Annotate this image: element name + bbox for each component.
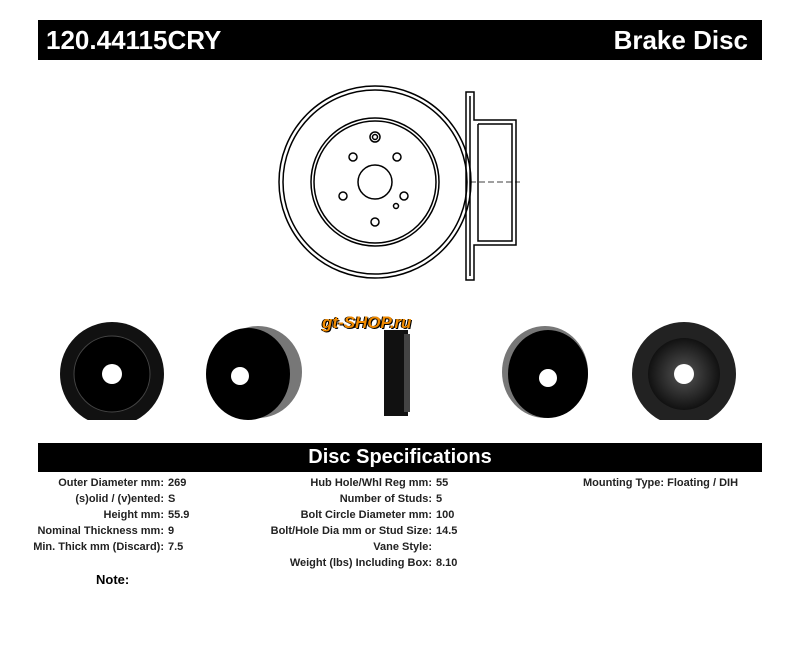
spec-label: Nominal Thickness mm: xyxy=(37,525,164,537)
spec-value: 269 xyxy=(168,477,187,489)
spec-value: Floating / DIH xyxy=(667,477,739,489)
thumb-angled-right xyxy=(502,326,588,418)
spec-value: S xyxy=(168,493,176,505)
spec-label: Mounting Type: xyxy=(583,477,665,489)
spec-label: Min. Thick mm (Discard): xyxy=(33,541,164,553)
thumb-back xyxy=(632,322,736,420)
spec-value: 7.5 xyxy=(168,541,184,553)
page-title: Brake Disc xyxy=(613,25,748,55)
specs-col3: Mounting Type: Floating / DIH xyxy=(583,475,738,491)
spec-value: 14.5 xyxy=(436,525,458,537)
spec-value: 8.10 xyxy=(436,557,458,569)
spec-value: 100 xyxy=(436,509,455,521)
logo: gt-SHOP.ru xyxy=(322,313,412,332)
spec-value: 5 xyxy=(436,493,443,505)
thumb-side xyxy=(384,330,410,416)
spec-value: 9 xyxy=(168,525,175,537)
spec-value: 55 xyxy=(436,477,449,489)
spec-label: Outer Diameter mm: xyxy=(58,477,164,489)
spec-title-bar: Disc Specifications xyxy=(38,443,762,472)
thumb-angled-left xyxy=(206,326,302,420)
note-label: Note: xyxy=(96,572,130,587)
spec-label: Bolt Circle Diameter mm: xyxy=(300,509,432,521)
spec-label: Weight (lbs) Including Box: xyxy=(289,557,432,569)
spec-value: 55.9 xyxy=(168,509,190,521)
spec-label: Number of Studs: xyxy=(339,493,432,505)
spec-label: (s)olid / (v)ented: xyxy=(75,493,164,505)
thumb-front xyxy=(60,322,164,420)
spec-label: Bolt/Hole Dia mm or Stud Size: xyxy=(270,525,432,537)
spec-label: Vane Style: xyxy=(373,541,432,553)
disc-thumbnails xyxy=(60,322,736,420)
part-number: 120.44115CRY xyxy=(46,25,222,55)
spec-label: Height mm: xyxy=(103,509,165,521)
disc-drawing xyxy=(278,85,520,281)
header-bar: 120.44115CRY Brake Disc xyxy=(38,20,762,60)
spec-label: Hub Hole/Whl Reg mm: xyxy=(310,477,432,489)
